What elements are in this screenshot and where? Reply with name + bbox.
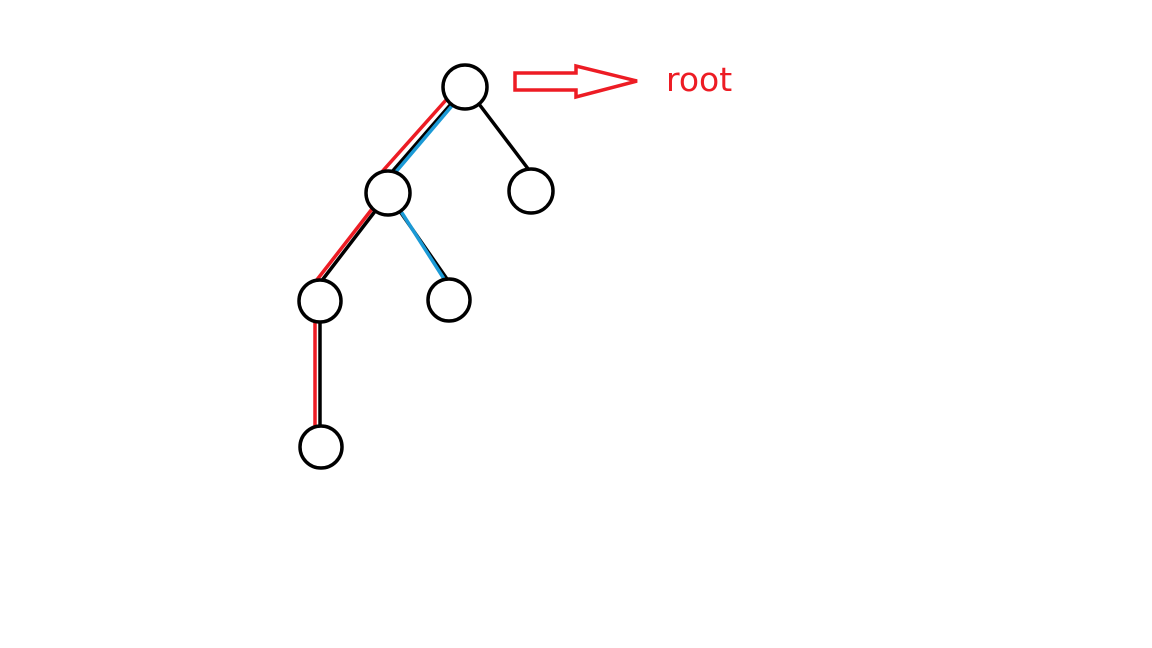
- highlight-blue-root-left-child: [387, 105, 453, 182]
- node-left-right-grandchild: [426, 277, 472, 323]
- arrow-icon: [513, 63, 638, 100]
- highlight-red-root-left-child: [378, 98, 448, 176]
- edge-root-left-child: [382, 102, 453, 183]
- node-right-child: [507, 167, 555, 215]
- edge-root-right-child: [477, 102, 531, 172]
- highlight-red-left-child-left-left-grandchild: [314, 207, 374, 283]
- node-left-left-grandchild: [297, 278, 343, 324]
- edge-left-child-left-left-grandchild: [318, 208, 378, 285]
- node-root: [441, 63, 489, 111]
- node-left-child: [364, 169, 412, 217]
- root-label: root: [666, 60, 732, 99]
- highlight-blue-left-child-left-right-grandchild: [400, 211, 448, 284]
- node-deepest-leaf: [298, 424, 344, 470]
